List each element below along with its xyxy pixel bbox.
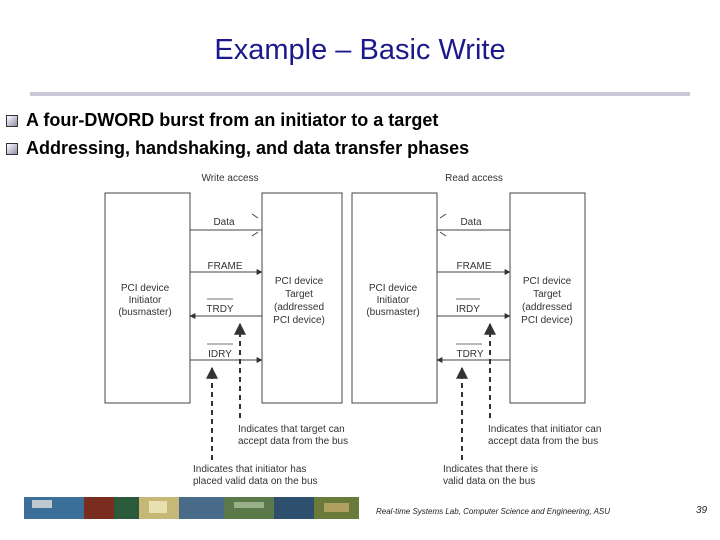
read-access-header: Read access [445, 173, 503, 184]
read-access-panel: Read access PCI device Initiator (busmas… [351, 173, 601, 487]
write-data-label: Data [213, 217, 235, 228]
read-note-left-1: Indicates that there is [443, 464, 538, 475]
read-data-arrowhead [439, 213, 447, 237]
read-target-label-2: Target [533, 289, 561, 300]
write-initiator-label-1: PCI device [121, 283, 170, 294]
write-target-label-1: PCI device [275, 276, 324, 287]
read-target-label-4: PCI device) [521, 315, 573, 326]
bullet-item: A four-DWORD burst from an initiator to … [6, 110, 438, 131]
write-access-header: Write access [201, 173, 258, 184]
bullet-text: Addressing, handshaking, and data transf… [26, 138, 470, 158]
slide-title: Example – Basic Write [214, 34, 506, 66]
read-note-right-1: Indicates that initiator can [488, 424, 601, 435]
write-target-label-4: PCI device) [273, 315, 325, 326]
bullet-box-icon [6, 143, 18, 155]
circuit-board-banner-image [24, 497, 359, 519]
write-initiator-box [104, 192, 191, 404]
write-initiator-label-2: Initiator [129, 295, 162, 306]
read-initiator-label-3: (busmaster) [366, 307, 419, 318]
read-frame-label: FRAME [457, 261, 492, 272]
bullet-text: A four-DWORD burst from an initiator to … [26, 110, 439, 130]
read-initiator-box [351, 192, 438, 404]
write-target-label-3: (addressed [274, 302, 324, 313]
read-data-label: Data [460, 217, 482, 228]
bullet-item: Addressing, handshaking, and data transf… [6, 138, 469, 159]
read-note-left-2: valid data on the bus [443, 476, 535, 487]
write-frame-label: FRAME [208, 261, 243, 272]
write-access-panel: Write access PCI device Initiator (busma… [104, 173, 348, 487]
read-initiator-label-2: Initiator [377, 295, 410, 306]
title-divider [30, 92, 690, 96]
read-target-label-1: PCI device [523, 276, 572, 287]
write-target-box [261, 192, 343, 404]
write-data-arrowhead [251, 213, 259, 237]
footer-credit: Real-time Systems Lab, Computer Science … [376, 507, 611, 516]
read-target-box [509, 192, 586, 404]
read-target-label-3: (addressed [522, 302, 572, 313]
read-initiator-label-1: PCI device [369, 283, 418, 294]
read-irdy-label: IRDY [456, 304, 480, 315]
write-initiator-label-3: (busmaster) [118, 307, 171, 318]
bullet-box-icon [6, 115, 18, 127]
write-note-left-2: placed valid data on the bus [193, 476, 318, 487]
page-number: 39 [696, 505, 708, 516]
read-note-right-2: accept data from the bus [488, 436, 598, 447]
write-target-label-2: Target [285, 289, 313, 300]
write-trdy-label: TRDY [206, 304, 234, 315]
write-note-left-1: Indicates that initiator has [193, 464, 306, 475]
read-tdry-label: TDRY [456, 349, 483, 360]
write-note-right-1: Indicates that target can [238, 424, 345, 435]
write-idry-label: IDRY [208, 349, 232, 360]
write-note-right-2: accept data from the bus [238, 436, 348, 447]
